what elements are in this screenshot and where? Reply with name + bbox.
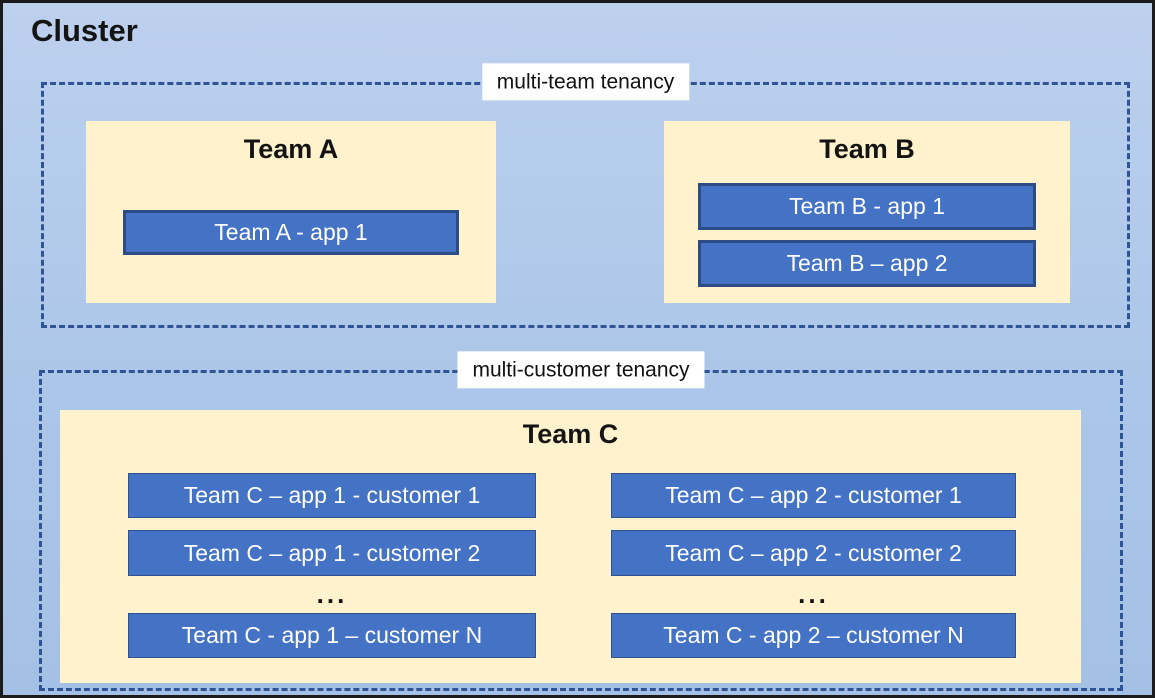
- team-c-app1-customer2-box: Team C – app 1 - customer 2: [128, 530, 536, 576]
- team-b-app1-box: Team B - app 1: [698, 183, 1036, 230]
- team-c-app2-customer1-box: Team C – app 2 - customer 1: [611, 473, 1016, 518]
- team-a-box: Team A Team A - app 1: [86, 121, 496, 303]
- team-c-title: Team C: [522, 419, 619, 449]
- multi-team-zone-label: multi-team tenancy: [481, 63, 690, 101]
- team-b-app2-box: Team B – app 2: [698, 240, 1036, 287]
- multi-customer-zone: multi-customer tenancy Team C Team C – a…: [39, 351, 1123, 691]
- team-b-box: Team B Team B - app 1 Team B – app 2: [664, 121, 1070, 303]
- team-c-app2-customer2-box: Team C – app 2 - customer 2: [611, 530, 1016, 576]
- team-c-box: Team C Team C – app 1 - customer 1 Team …: [60, 410, 1081, 683]
- team-c-app2-customerN-box: Team C - app 2 – customer N: [611, 613, 1016, 658]
- team-b-title: Team B: [819, 134, 915, 164]
- cluster-title: Cluster: [31, 13, 138, 48]
- team-c-app2-ellipsis: ...: [798, 579, 829, 609]
- team-c-app1-customerN-box: Team C - app 1 – customer N: [128, 613, 536, 658]
- multi-customer-zone-label: multi-customer tenancy: [457, 351, 705, 389]
- multi-team-zone: multi-team tenancy Team A Team A - app 1…: [41, 63, 1130, 328]
- team-c-app1-customer1-box: Team C – app 1 - customer 1: [128, 473, 536, 518]
- team-a-app1-box: Team A - app 1: [123, 210, 459, 255]
- team-c-app2-column: Team C – app 2 - customer 1 Team C – app…: [611, 473, 1016, 658]
- team-c-app1-column: Team C – app 1 - customer 1 Team C – app…: [128, 473, 536, 658]
- team-c-app1-ellipsis: ...: [316, 579, 348, 609]
- team-a-title: Team A: [243, 134, 339, 164]
